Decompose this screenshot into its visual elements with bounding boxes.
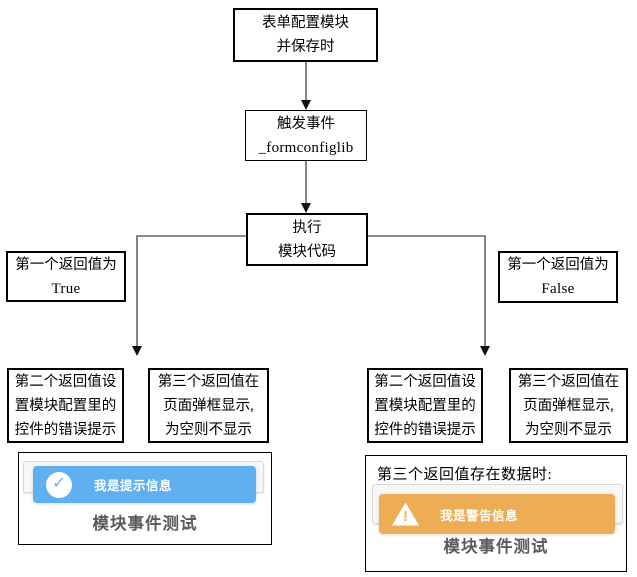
connector-exec-to-left — [136, 235, 246, 347]
preview-panel-warning: 第三个返回值存在数据时: ! 我是警告信息 模块事件测试 — [365, 455, 627, 572]
node-third-return-left: 第三个返回值在 页面弹框显示, 为空则不显示 — [148, 368, 269, 443]
arrowhead-down-2 — [301, 203, 311, 213]
third-return-has-data-heading: 第三个返回值存在数据时: — [377, 467, 553, 483]
node-third-return-right-line1: 第三个返回值在 — [517, 373, 620, 390]
node-start-line2: 并保存时 — [276, 39, 335, 55]
node-third-return-right: 第三个返回值在 页面弹框显示, 为空则不显示 — [509, 368, 628, 443]
node-exec-module-code: 执行 模块代码 — [246, 213, 368, 266]
info-toast-message: 我是提示信息 — [94, 479, 173, 493]
node-third-return-left-line3: 为空则不显示 — [165, 421, 252, 438]
node-trigger-line1: 触发事件 — [277, 115, 335, 132]
preview-panel-info: ✓ 我是提示信息 模块事件测试 — [18, 452, 272, 545]
node-second-return-left-line2: 置模块配置里的 — [14, 397, 117, 414]
node-start-line1: 表单配置模块 — [262, 15, 349, 31]
exclamation-glyph: ! — [403, 507, 408, 525]
node-second-return-right-line3: 控件的错误提示 — [374, 421, 476, 438]
node-trigger-event: 触发事件 _formconfiglib — [245, 110, 367, 161]
module-event-test-caption-left: 模块事件测试 — [92, 515, 198, 533]
arrowhead-down-1 — [301, 100, 311, 110]
node-second-return-left: 第二个返回值设 置模块配置里的 控件的错误提示 — [7, 368, 124, 443]
node-exec-line1: 执行 — [292, 219, 322, 236]
node-second-return-left-line3: 控件的错误提示 — [14, 421, 117, 438]
node-branch-true-line1: 第一个返回值为 — [15, 256, 117, 273]
warning-triangle-icon: ! — [392, 502, 419, 526]
warning-toast: ! 我是警告信息 — [379, 494, 615, 534]
node-branch-false: 第一个返回值为 False — [498, 251, 618, 303]
arrowhead-down-right — [480, 346, 490, 356]
node-third-return-left-line1: 第三个返回值在 — [157, 373, 260, 390]
node-second-return-left-line1: 第二个返回值设 — [14, 373, 117, 390]
warning-toast-message: 我是警告信息 — [440, 508, 519, 523]
info-toast: ✓ 我是提示信息 — [33, 466, 256, 503]
arrowhead-down-left — [132, 346, 142, 356]
node-exec-line2: 模块代码 — [278, 243, 336, 260]
node-branch-false-line2: False — [541, 281, 575, 297]
node-third-return-right-line3: 为空则不显示 — [525, 421, 612, 438]
node-branch-true: 第一个返回值为 True — [6, 251, 126, 302]
connector-exec-to-right — [368, 235, 486, 347]
node-second-return-right: 第二个返回值设 置模块配置里的 控件的错误提示 — [367, 368, 483, 443]
node-branch-true-line2: True — [51, 280, 81, 297]
check-glyph: ✓ — [52, 474, 66, 492]
node-second-return-right-line2: 置模块配置里的 — [374, 397, 476, 414]
node-branch-false-line1: 第一个返回值为 — [507, 257, 609, 273]
node-third-return-right-line2: 页面弹框显示, — [523, 397, 614, 414]
node-third-return-left-line2: 页面弹框显示, — [163, 397, 254, 414]
node-start: 表单配置模块 并保存时 — [233, 8, 378, 62]
success-check-icon: ✓ — [46, 471, 72, 498]
module-event-test-caption-right: 模块事件测试 — [443, 538, 549, 556]
node-trigger-line2: _formconfiglib — [258, 139, 354, 156]
node-second-return-right-line1: 第二个返回值设 — [374, 373, 476, 390]
